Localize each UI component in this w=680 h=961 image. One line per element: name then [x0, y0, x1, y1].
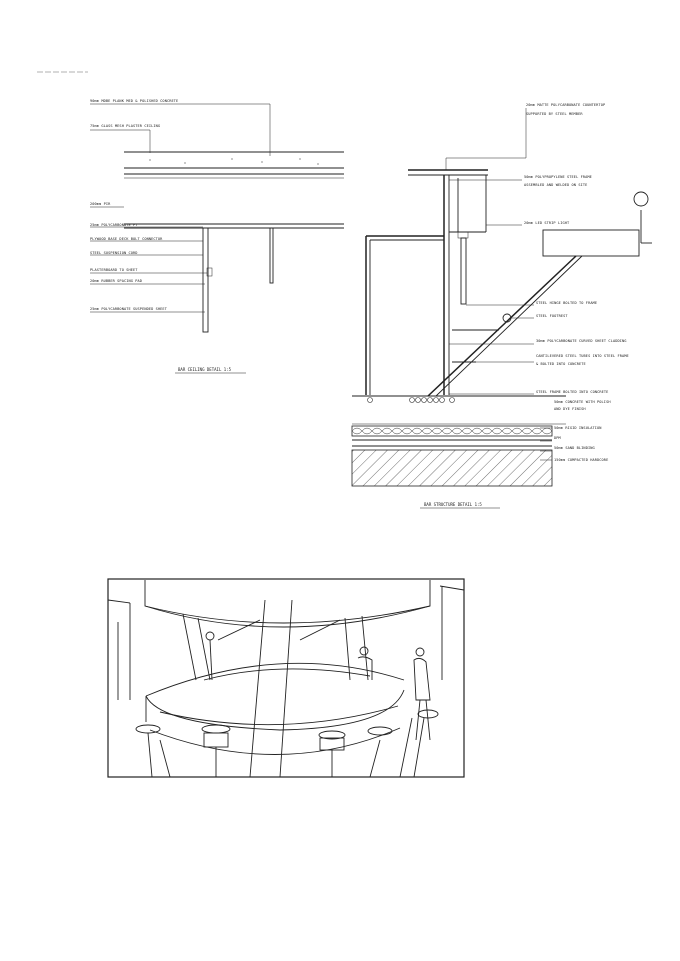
ceiling-label-2: 75mm GLASS MESH PLASTER CEILING — [90, 124, 160, 128]
structure-label-6: STEEL HINGE BOLTED TO FRAME — [536, 301, 597, 305]
structure-detail — [351, 108, 652, 509]
structure-label-1: 20mm MATTE POLYCARBONATE COUNTERTOP — [526, 103, 605, 107]
structure-label-15: DPM — [554, 436, 562, 440]
structure-detail-title: BAR STRUCTURE DETAIL 1:5 — [424, 502, 482, 507]
structure-label-12: 50mm CONCRETE WITH POLISH — [554, 400, 611, 404]
structure-labels: 20mm MATTE POLYCARBONATE COUNTERTOP SUPP… — [424, 103, 629, 507]
structure-label-14: 50mm RIGID INSULATION — [554, 426, 602, 430]
ceiling-detail-title: BAR CEILING DETAIL 1:5 — [178, 367, 232, 372]
ceiling-label-5: PLYWOOD BASE DECK BOLT CONNECTOR — [90, 237, 163, 241]
ceiling-label-1: 90mm MDBE PLANK MED & POLISHED CONCRETE — [90, 99, 178, 103]
ceiling-detail — [90, 103, 344, 374]
structure-label-3: 50mm POLYPROPYLENE STEEL FRAME — [524, 175, 592, 179]
bar-perspective-sketch — [107, 578, 465, 778]
structure-label-8: 30mm POLYCARBONATE CURVED SHEET CLADDING — [536, 339, 627, 343]
ceiling-label-8: 20mm RUBBER SPACING PAD — [90, 279, 142, 283]
structure-label-16: 50mm SAND BLINDING — [554, 446, 595, 450]
structure-label-17: 150mm COMPACTED HARDCORE — [554, 458, 608, 462]
ceiling-label-4: 25mm POLYCARBONATE PT — [90, 223, 138, 227]
structure-label-2: SUPPORTED BY STEEL MEMBER — [526, 112, 583, 116]
structure-label-10: & BOLTED INTO CONCRETE — [536, 362, 586, 366]
structure-label-4: ASSEMBLED AND WELDED ON SITE — [524, 183, 587, 187]
structure-label-11: STEEL FRAME BOLTED INTO CONCRETE — [536, 390, 608, 394]
ceiling-label-7: PLASTERBOARD TO SHEET — [90, 268, 138, 272]
ceiling-label-3: 200mm PIR — [90, 202, 111, 206]
ceiling-label-9: 25mm POLYCARBONATE SUSPENDED SHEET — [90, 307, 168, 311]
structure-label-5: 20mm LED STRIP LIGHT — [524, 221, 570, 225]
ceiling-labels: 90mm MDBE PLANK MED & POLISHED CONCRETE … — [90, 99, 232, 372]
structure-label-7: STEEL FOOTREST — [536, 314, 568, 318]
structure-label-9: CANTILEVERED STEEL TUBES INTO STEEL FRAM… — [536, 354, 629, 358]
structure-label-13: AND DYE FINISH — [554, 407, 586, 411]
ceiling-label-6: STEEL SUSPENSION CORD — [90, 251, 138, 255]
